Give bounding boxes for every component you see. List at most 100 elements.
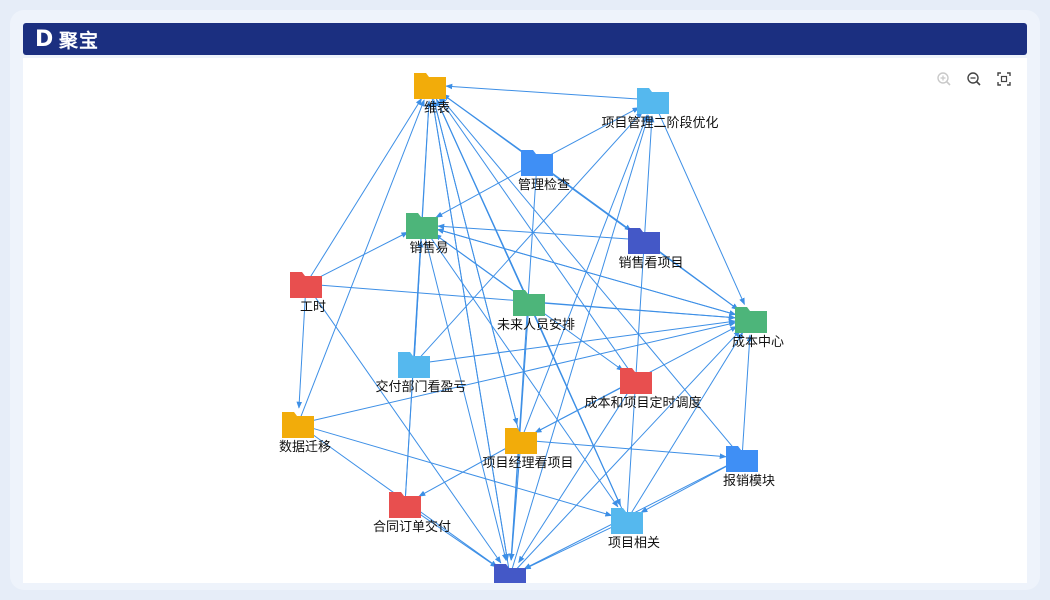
edge-weibiao-xmjl (431, 90, 519, 426)
app-logo: D (35, 26, 54, 52)
edge-xmxg-bottom (523, 522, 622, 570)
node-label: 工时 (300, 300, 326, 315)
fit-view-button[interactable] (993, 68, 1015, 90)
folder-icon (398, 352, 430, 378)
folder-icon (494, 564, 526, 583)
folder-icon (282, 412, 314, 438)
edge-gongshi-bottom (309, 288, 502, 564)
graph-node-xsy[interactable]: 销售易 (406, 213, 449, 256)
edge-jfbm-xmgl2 (417, 111, 643, 360)
folder-icon (628, 228, 660, 254)
edge-gljc-xsy (435, 164, 532, 218)
edge-xsy-xmxg (425, 229, 619, 508)
edge-gljc-xskxm (541, 165, 632, 231)
graph-node-wlry[interactable]: 未来人员安排 (497, 290, 575, 333)
folder-icon (735, 307, 767, 333)
node-label: 成本和项目定时调度 (584, 395, 701, 411)
graph-node-xmjl[interactable]: 项目经理看项目 (482, 428, 574, 471)
node-label: 销售易 (409, 240, 448, 256)
edge-bottom-cbzx (513, 330, 741, 572)
edge-bxmk-cbzx (741, 334, 753, 453)
edge-gongshi-sjqy (296, 289, 307, 409)
edge-cbxmds-weibiao (438, 97, 633, 376)
graph-node-cbzx[interactable]: 成本中心 (732, 307, 784, 350)
fit-view-icon (997, 72, 1011, 86)
edge-htdd-bottom (409, 506, 498, 568)
edge-wlry-cbzx (534, 301, 736, 321)
node-label: 未来人员安排 (497, 318, 575, 333)
graph-node-gongshi[interactable]: 工时 (290, 272, 326, 315)
edge-xmjl-xmgl2 (522, 114, 648, 435)
node-label: 数据迁移 (279, 440, 331, 455)
node-label: 管理检查 (518, 178, 570, 193)
graph-node-xmgl2[interactable]: 项目管理二阶段优化 (601, 88, 719, 131)
graph-node-weibiao[interactable]: 维表 (414, 73, 450, 116)
edge-sjqy-weibiao (299, 99, 425, 419)
edge-xmgl2-cbzx (654, 105, 745, 306)
folder-icon (406, 213, 438, 239)
node-label: 报销模块 (723, 474, 775, 489)
graph-node-gljc[interactable]: 管理检查 (518, 150, 570, 193)
relationship-graph[interactable]: 维表项目管理二阶段优化管理检查销售易销售看项目工时未来人员安排成本中心交付部门看… (23, 58, 1027, 583)
graph-nodes: 维表项目管理二阶段优化管理检查销售易销售看项目工时未来人员安排成本中心交付部门看… (279, 73, 784, 583)
edge-cbxmds-bottom (518, 384, 634, 564)
folder-icon (611, 508, 643, 534)
graph-node-xmxg[interactable]: 项目相关 (608, 508, 660, 551)
folder-icon (505, 428, 537, 454)
edge-bxmk-xmxg (640, 460, 737, 513)
edge-bottom-xmgl2 (511, 114, 650, 571)
edge-xmxg-xmgl2 (626, 115, 655, 515)
graph-node-jfbm[interactable]: 交付部门看盈亏 (375, 352, 467, 395)
node-label: 成本中心 (732, 335, 784, 350)
edge-xsy-cbzx (427, 226, 737, 316)
edge-jfbm-cbzx (419, 319, 736, 364)
edge-xmgl2-weibiao (445, 83, 648, 101)
graph-node-bxmk[interactable]: 报销模块 (723, 446, 775, 489)
edge-jfbm-xsy (413, 240, 424, 359)
edge-gongshi-weibiao (308, 97, 422, 280)
folder-icon (521, 150, 553, 176)
node-label: 项目管理二阶段优化 (601, 116, 718, 131)
folder-icon (620, 368, 652, 394)
edge-weibiao-cbzx (434, 88, 739, 310)
edge-gongshi-xsy (311, 231, 409, 282)
graph-node-cbxmds[interactable]: 成本和项目定时调度 (584, 368, 702, 411)
edge-sjqy-xmxg (303, 425, 613, 517)
folder-icon (414, 73, 446, 99)
node-label: 合同订单交付 (373, 519, 451, 535)
edge-weibiao-bottom (430, 90, 510, 561)
node-label: 维表 (424, 101, 450, 116)
graph-canvas[interactable]: 维表项目管理二阶段优化管理检查销售易销售看项目工时未来人员安排成本中心交付部门看… (23, 58, 1027, 583)
folder-icon (513, 290, 545, 316)
zoom-out-icon (967, 72, 981, 86)
graph-node-bottom[interactable] (494, 564, 526, 583)
app-header: D 聚宝 (23, 23, 1027, 55)
zoom-out-button[interactable] (963, 68, 985, 90)
graph-node-htdd[interactable]: 合同订单交付 (373, 492, 451, 535)
folder-icon (290, 272, 322, 298)
edge-xmjl-bottom (509, 445, 522, 561)
edge-sjqy-cbzx (303, 321, 737, 424)
edge-xmjl-bxmk (526, 439, 727, 459)
edge-bxmk-weibiao (439, 96, 739, 454)
edge-xskxm-xsy (437, 223, 639, 241)
node-label: 销售看项目 (618, 255, 683, 271)
edge-gljc-xmgl2 (542, 107, 640, 160)
app-title: 聚宝 (59, 29, 100, 52)
graph-node-xskxm[interactable]: 销售看项目 (618, 228, 684, 271)
zoom-in-button[interactable] (933, 68, 955, 90)
node-label: 项目经理看项目 (482, 455, 573, 471)
edge-xsy-bottom (422, 230, 508, 562)
graph-node-sjqy[interactable]: 数据迁移 (279, 412, 331, 455)
node-label: 项目相关 (608, 536, 660, 551)
folder-icon (389, 492, 421, 518)
edge-xmxg-cbzx (629, 332, 744, 516)
zoom-in-icon (937, 72, 951, 86)
folder-icon (637, 88, 669, 114)
edge-cbxmds-xmjl (534, 382, 631, 434)
graph-edges (296, 83, 753, 572)
node-label: 交付部门看盈亏 (375, 379, 466, 395)
edge-xmjl-htdd (418, 442, 516, 497)
folder-icon (726, 446, 758, 472)
graph-toolbar (933, 68, 1015, 90)
